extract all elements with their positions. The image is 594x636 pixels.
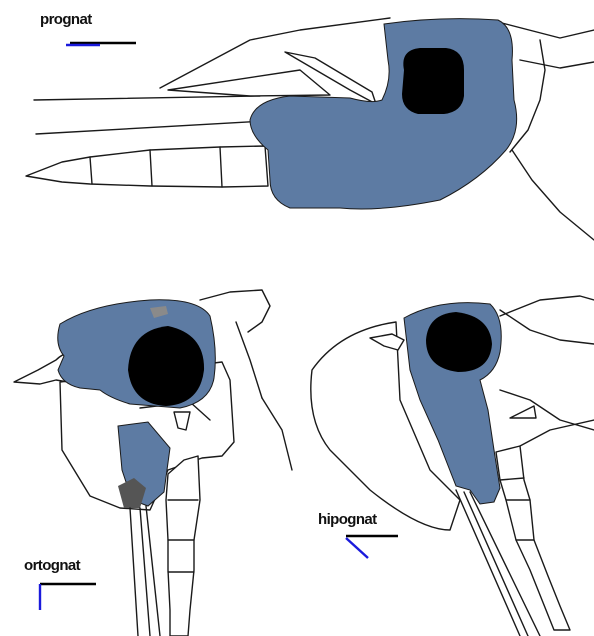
prognathous-palp — [26, 146, 268, 187]
prognathous-antenna-upper — [34, 96, 260, 100]
orthognathous-palp — [166, 456, 200, 636]
orthognathous-body-line — [236, 322, 262, 398]
orthognathous-axis-indicator — [40, 584, 96, 610]
hypognathous-axis-indicator — [346, 536, 398, 558]
prognathous-labrum — [168, 70, 330, 96]
prognathous-antenna-lower — [36, 121, 265, 134]
prognathous-compound-eye — [402, 48, 464, 114]
prognathous-neck-line — [510, 40, 545, 152]
hypognathous-thorax-outline — [500, 296, 594, 316]
prognathous-pronotum-line — [512, 150, 594, 240]
hypognathous-ocular-mark — [510, 406, 536, 418]
prognathous-head-figure — [26, 18, 594, 240]
hypognathous-back-line — [500, 390, 594, 430]
prognathous-head-capsule — [250, 19, 517, 209]
orthognathous-back-line — [262, 398, 292, 470]
prognathous-thorax-outline — [498, 22, 594, 38]
prognathous-axis-indicator — [66, 43, 136, 45]
orthognathous-stylet-1 — [130, 508, 138, 636]
prognathous-body-line — [520, 60, 594, 68]
orthognathous-label: ortognat — [24, 557, 81, 574]
hypognathous-lower-line — [520, 420, 594, 446]
hypognathous-direction-line — [346, 538, 368, 558]
hypognathous-body-line — [500, 310, 594, 344]
hypognathous-label: hipognat — [318, 511, 377, 528]
hypognathous-head-figure — [311, 296, 594, 636]
hypognathous-palp — [496, 446, 570, 630]
prognathous-label: prognat — [40, 11, 92, 28]
